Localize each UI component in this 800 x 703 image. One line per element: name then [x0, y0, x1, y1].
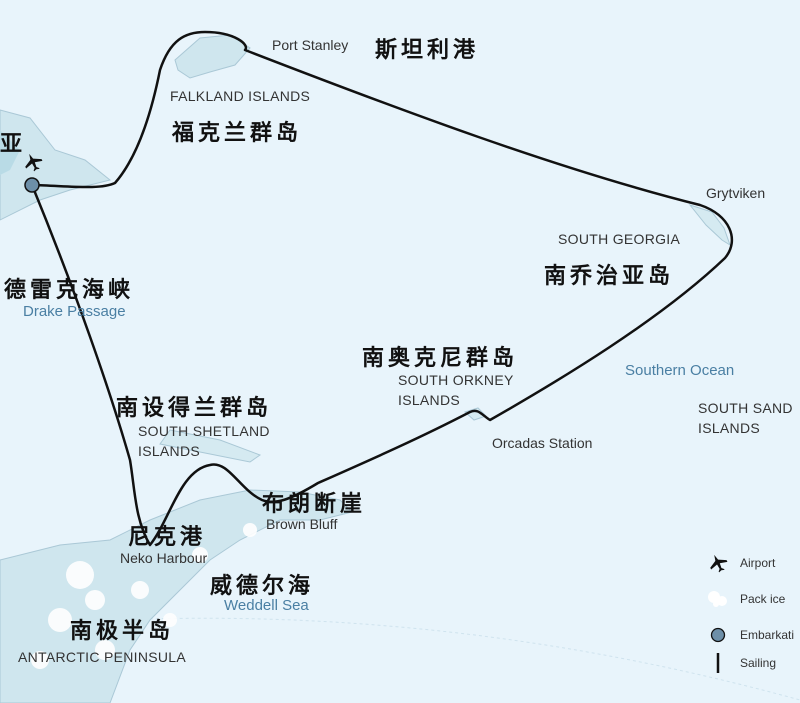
- falklands-land: [174, 34, 251, 79]
- embarkation-point: [24, 177, 40, 193]
- legend-item-embarkation: Embarkati: [704, 624, 794, 646]
- legend-pack-ice-label: Pack ice: [740, 592, 786, 606]
- south-shetland-label-1: SOUTH SHETLAND: [138, 423, 270, 439]
- south-shetland-cn-label: 南设得兰群岛: [116, 396, 273, 421]
- south-orkney-label-1: SOUTH ORKNEY: [398, 372, 514, 388]
- antarctic-peninsula-land: [0, 489, 353, 703]
- legend-sailing-label: Sailing: [740, 656, 777, 670]
- neko-label: Neko Harbour: [120, 550, 208, 566]
- port-stanley-label: Port Stanley: [272, 37, 349, 53]
- legend-item-pack-ice: Pack ice: [704, 588, 785, 610]
- grytviken-label: Grytviken: [706, 185, 766, 201]
- brown-bluff-label: Brown Bluff: [266, 516, 338, 532]
- sailing-line-icon: [704, 652, 732, 674]
- south-shetland-land: [159, 429, 262, 463]
- south-sandwich-label-1: SOUTH SAND: [698, 400, 793, 416]
- legend: Airport Pack ice Embarkati Sailing: [704, 548, 800, 678]
- legend-embarkation-label: Embarkati: [740, 628, 795, 642]
- orcadas-label: Orcadas Station: [492, 435, 593, 451]
- brown-bluff-cn-label: 布朗断崖: [262, 492, 367, 517]
- south-orkney-cn-label: 南奥克尼群岛: [362, 346, 519, 371]
- drake-cn-label: 德雷克海峡: [4, 278, 135, 303]
- south-georgia-land: [688, 204, 731, 247]
- falklands-label: FALKLAND ISLANDS: [170, 88, 311, 104]
- legend-item-airport: Airport: [704, 552, 775, 574]
- south-sandwich-label-2: ISLANDS: [698, 420, 761, 436]
- tierra-del-fuego: [0, 130, 20, 175]
- ushuaia-cn-label: 亚: [0, 132, 27, 157]
- south-america-land: [0, 109, 112, 221]
- south-orkney-label-2: ISLANDS: [398, 392, 461, 408]
- pack-ice-icon: [704, 588, 732, 610]
- embarkation-icon: [704, 624, 732, 646]
- weddell-cn-label: 威德尔海: [210, 574, 315, 599]
- south-shetland-label-2: ISLANDS: [138, 443, 201, 459]
- falklands-cn-label: 福克兰群岛: [172, 121, 303, 146]
- drake-label: Drake Passage: [23, 303, 126, 320]
- south-georgia-cn-label: 南乔治亚岛: [544, 264, 675, 289]
- voyage-route: [30, 30, 734, 547]
- southern-ocean-label: Southern Ocean: [625, 362, 735, 379]
- legend-item-sailing: Sailing: [704, 652, 776, 674]
- legend-airport-label: Airport: [740, 556, 776, 570]
- plane-icon: [704, 552, 732, 574]
- peninsula-cn-label: 南极半岛: [70, 619, 175, 644]
- neko-cn-label: 尼克港: [128, 525, 207, 550]
- south-georgia-label: SOUTH GEORGIA: [558, 231, 681, 247]
- weddell-label: Weddell Sea: [224, 597, 309, 614]
- airport-icon: [25, 153, 43, 172]
- pack-ice: [31, 523, 257, 669]
- port-stanley-cn-label: 斯坦利港: [375, 38, 480, 63]
- peninsula-label: ANTARCTIC PENINSULA: [18, 649, 187, 665]
